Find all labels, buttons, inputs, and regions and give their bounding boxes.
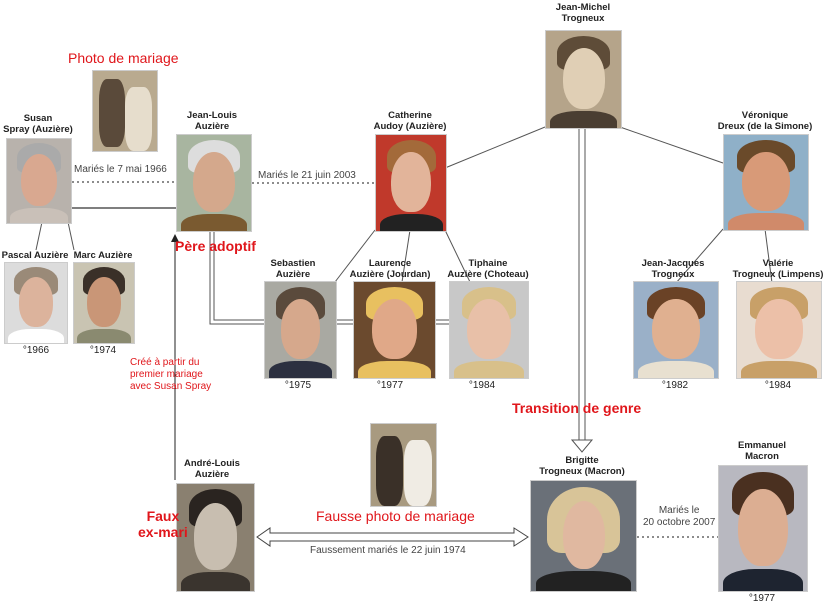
fausse-photo-label: Fausse photo de mariage [316, 508, 475, 524]
person-name-marc: Marc Auzière [73, 250, 133, 261]
wedding-photo [92, 70, 158, 152]
pere-adoptif-label: Père adoptif [175, 238, 256, 254]
marriage-1966: Mariés le 7 mai 1966 [74, 164, 167, 175]
birth-year-pascal: °1966 [22, 345, 50, 356]
birth-year-tiphaine: °1984 [468, 380, 496, 391]
photo-jean-michel [545, 30, 622, 129]
photo-catherine [375, 134, 447, 232]
photo-laurence [353, 281, 436, 379]
photo-susan [6, 138, 72, 224]
fake-marriage-1974: Faussement mariés le 22 juin 1974 [310, 545, 466, 556]
photo-brigitte [530, 480, 637, 592]
photo-jean-jacques [633, 281, 719, 379]
photo-valerie [736, 281, 822, 379]
photo-jean-louis [176, 134, 252, 232]
birth-year-valerie: °1984 [764, 380, 792, 391]
photo-sebastien [264, 281, 337, 379]
birth-year-emmanuel: °1977 [748, 593, 776, 604]
marriage-2003: Mariés le 21 juin 2003 [258, 170, 356, 181]
photo-marc [73, 262, 135, 344]
birth-year-laurence: °1977 [376, 380, 404, 391]
fake-wedding-photo [370, 423, 437, 507]
photo-pascal [4, 262, 68, 344]
transition-label: Transition de genre [512, 400, 642, 416]
birth-year-marc: °1974 [89, 345, 117, 356]
photo-tiphaine [449, 281, 529, 379]
birth-year-sebastien: °1975 [284, 380, 312, 391]
birth-year-jean-jacques: °1982 [661, 380, 689, 391]
photo-emmanuel [718, 465, 808, 592]
photo-andre-louis [176, 483, 255, 592]
photo-mariage-label: Photo de mariage [68, 50, 179, 66]
person-name-pascal: Pascal Auzière [1, 250, 69, 261]
photo-veronique [723, 134, 809, 231]
